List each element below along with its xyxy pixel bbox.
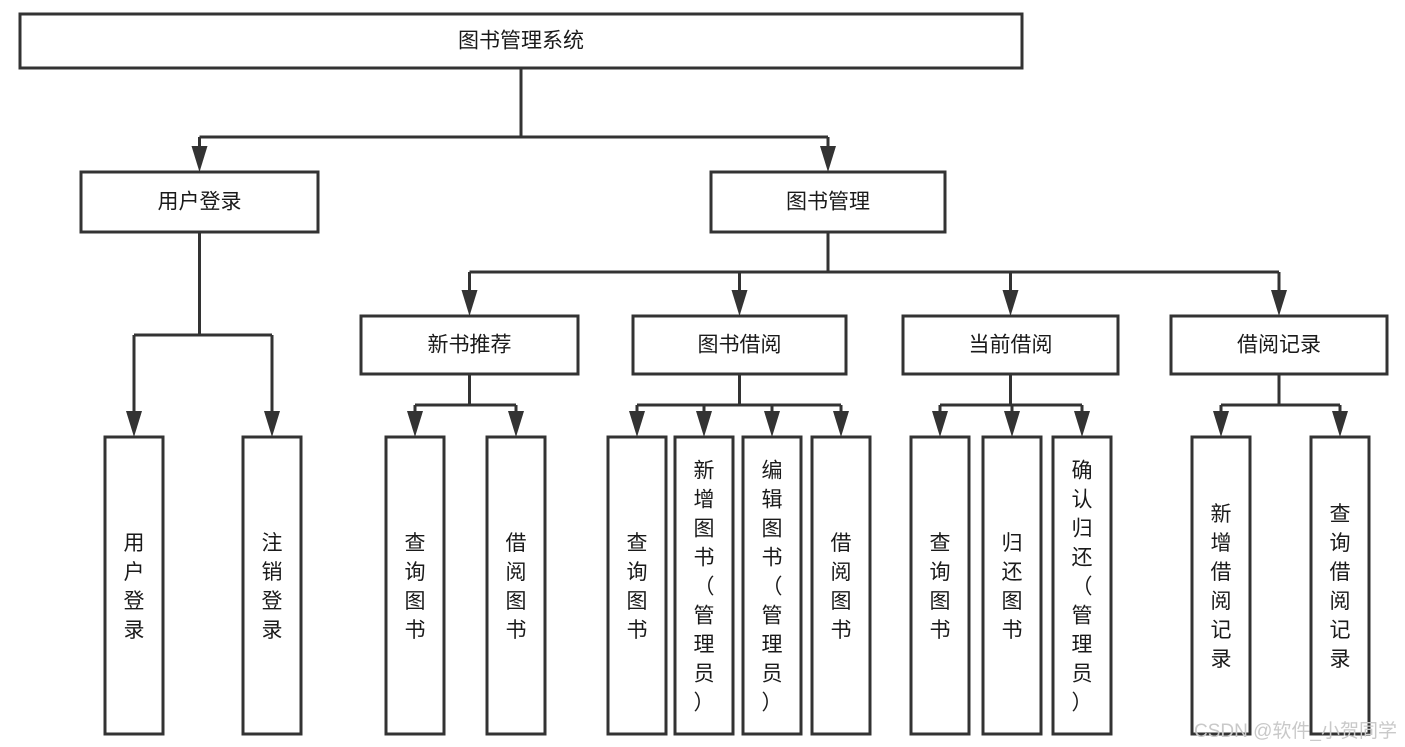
node-box-b-edit[interactable] <box>741 435 803 736</box>
arrow-head <box>833 411 849 437</box>
node-label-b-query: 查询图书 <box>627 532 648 642</box>
node-label-login: 用户登录 <box>158 191 242 214</box>
node-box-c-query[interactable] <box>909 435 971 736</box>
node-label-newbook: 新书推荐 <box>428 334 512 357</box>
arrow-head <box>1004 411 1020 437</box>
arrow-head <box>1271 290 1287 316</box>
node-label-current: 当前借阅 <box>969 334 1053 357</box>
node-box-borrow[interactable] <box>631 314 848 376</box>
node-label-b-edit: 编辑图书（管理员） <box>762 460 783 715</box>
node-box-b-query[interactable] <box>606 435 668 736</box>
node-label-c-return: 归还图书 <box>1002 532 1023 642</box>
node-bookmgmt[interactable]: 图书管理 <box>709 170 947 234</box>
node-label-r-add: 新增借阅记录 <box>1211 503 1232 671</box>
node-b-edit[interactable]: 编辑图书（管理员） <box>741 435 803 736</box>
edges-layer <box>126 68 1348 437</box>
arrow-head <box>820 146 836 172</box>
node-box-newbook[interactable] <box>359 314 580 376</box>
node-box-records[interactable] <box>1169 314 1389 376</box>
node-box-bookmgmt[interactable] <box>709 170 947 234</box>
node-borrow[interactable]: 图书借阅 <box>631 314 848 376</box>
node-c-return[interactable]: 归还图书 <box>981 435 1043 736</box>
edge-group-records <box>1213 374 1348 437</box>
node-label-n-borrow: 借阅图书 <box>506 532 527 642</box>
arrow-head <box>407 411 423 437</box>
node-n-query[interactable]: 查询图书 <box>384 435 446 736</box>
node-label-records: 借阅记录 <box>1237 334 1321 357</box>
arrow-head <box>264 411 280 437</box>
node-box-current[interactable] <box>901 314 1120 376</box>
node-label-l-login: 用户登录 <box>124 532 145 642</box>
arrow-head <box>508 411 524 437</box>
edge-group-root <box>191 68 836 172</box>
node-l-login[interactable]: 用户登录 <box>103 435 165 736</box>
node-box-r-add[interactable] <box>1190 435 1252 736</box>
node-label-b-lend: 借阅图书 <box>831 532 852 642</box>
node-label-c-confirm: 确认归还（管理员） <box>1072 460 1093 715</box>
node-b-query[interactable]: 查询图书 <box>606 435 668 736</box>
node-records[interactable]: 借阅记录 <box>1169 314 1389 376</box>
node-r-query[interactable]: 查询借阅记录 <box>1309 435 1371 736</box>
node-label-c-query: 查询图书 <box>930 532 951 642</box>
node-c-query[interactable]: 查询图书 <box>909 435 971 736</box>
node-label-borrow: 图书借阅 <box>698 334 782 357</box>
nodes-layer: 图书管理系统用户登录图书管理新书推荐图书借阅当前借阅借阅记录用户登录注销登录查询… <box>18 12 1389 736</box>
node-box-b-add[interactable] <box>673 435 735 736</box>
arrow-head <box>461 290 478 316</box>
node-box-c-return[interactable] <box>981 435 1043 736</box>
watermark-text: CSDN @软件_小贺同学 <box>1194 721 1397 742</box>
arrow-head <box>1332 411 1348 437</box>
edge-group-current <box>932 374 1090 437</box>
arrow-head <box>126 411 142 437</box>
arrow-head <box>1074 411 1090 437</box>
node-box-l-logout[interactable] <box>241 435 303 736</box>
node-box-l-login[interactable] <box>103 435 165 736</box>
node-label-l-logout: 注销登录 <box>262 532 283 642</box>
node-box-n-query[interactable] <box>384 435 446 736</box>
arrow-head <box>191 146 208 172</box>
node-box-r-query[interactable] <box>1309 435 1371 736</box>
arrow-head <box>629 411 645 437</box>
arrow-head <box>1002 290 1019 316</box>
arrow-head <box>1213 411 1229 437</box>
arrow-head <box>696 411 712 437</box>
node-label-r-query: 查询借阅记录 <box>1330 503 1351 671</box>
node-box-login[interactable] <box>79 170 320 234</box>
edge-group-login <box>126 232 280 437</box>
node-box-n-borrow[interactable] <box>485 435 547 736</box>
node-n-borrow[interactable]: 借阅图书 <box>485 435 547 736</box>
node-box-c-confirm[interactable] <box>1051 435 1113 736</box>
node-label-bookmgmt: 图书管理 <box>786 191 870 214</box>
edge-group-borrow <box>629 374 849 437</box>
node-label-n-query: 查询图书 <box>405 532 426 642</box>
node-c-confirm[interactable]: 确认归还（管理员） <box>1051 435 1113 736</box>
node-box-b-lend[interactable] <box>810 435 872 736</box>
node-label-root: 图书管理系统 <box>458 30 584 53</box>
node-box-root[interactable] <box>18 12 1024 70</box>
node-root[interactable]: 图书管理系统 <box>18 12 1024 70</box>
node-b-add[interactable]: 新增图书（管理员） <box>673 435 735 736</box>
node-r-add[interactable]: 新增借阅记录 <box>1190 435 1252 736</box>
node-current[interactable]: 当前借阅 <box>901 314 1120 376</box>
node-newbook[interactable]: 新书推荐 <box>359 314 580 376</box>
arrow-head <box>932 411 948 437</box>
node-l-logout[interactable]: 注销登录 <box>241 435 303 736</box>
arrow-head <box>731 290 748 316</box>
arrow-head <box>764 411 780 437</box>
node-b-lend[interactable]: 借阅图书 <box>810 435 872 736</box>
edge-group-bookmgmt <box>461 232 1287 316</box>
node-label-b-add: 新增图书（管理员） <box>694 460 715 715</box>
node-login[interactable]: 用户登录 <box>79 170 320 234</box>
edge-group-newbook <box>407 374 524 437</box>
